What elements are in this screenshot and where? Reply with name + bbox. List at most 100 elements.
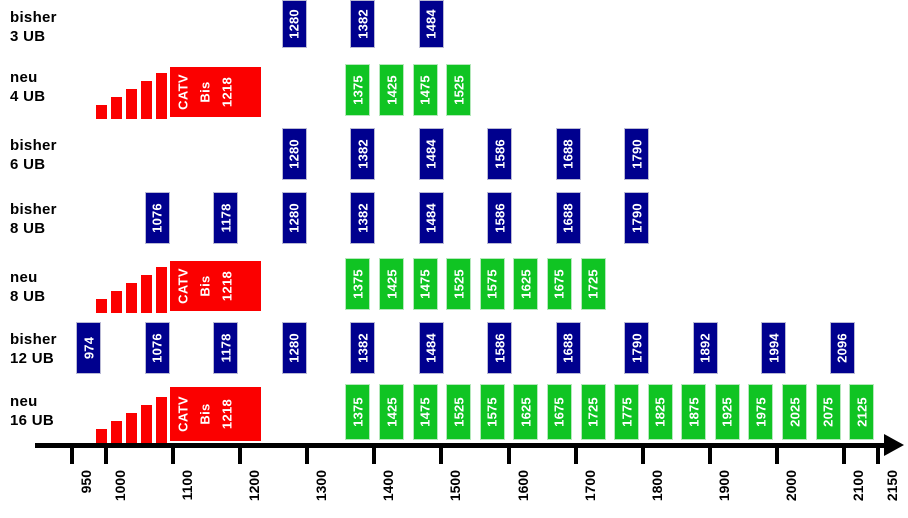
channel-box[interactable]: 1525 — [446, 258, 472, 310]
channel-box[interactable]: 1375 — [345, 64, 371, 116]
channel-frequency-label: 2075 — [820, 397, 836, 427]
channel-box[interactable]: 1425 — [379, 64, 405, 116]
channel-box[interactable]: 1178 — [213, 322, 239, 374]
channel-box[interactable]: 1575 — [479, 384, 505, 440]
channel-box[interactable]: 1425 — [379, 384, 405, 440]
channel-box[interactable]: 1790 — [624, 128, 650, 180]
axis-tick-label: 1200 — [245, 470, 262, 502]
axis-arrow-icon — [884, 434, 904, 456]
channel-box[interactable]: 1994 — [761, 322, 787, 374]
channel-box[interactable]: 1280 — [281, 322, 307, 374]
channel-box[interactable]: 1625 — [513, 258, 539, 310]
catv-staircase-bar — [156, 267, 167, 313]
axis-tick — [439, 448, 444, 464]
channel-frequency-label: 1425 — [384, 75, 400, 105]
channel-frequency-label: 1790 — [629, 203, 645, 233]
catv-label-line2: Bis — [197, 403, 213, 425]
channel-box[interactable]: 1484 — [418, 322, 444, 374]
channel-box[interactable]: 1925 — [714, 384, 740, 440]
axis-line — [35, 443, 890, 448]
channel-box[interactable]: 1790 — [624, 322, 650, 374]
channel-box[interactable]: 1484 — [418, 0, 444, 48]
channel-box[interactable]: 1425 — [379, 258, 405, 310]
channel-box[interactable]: 1484 — [418, 192, 444, 244]
channel-box[interactable]: 1375 — [345, 384, 371, 440]
channel-box[interactable]: 1586 — [487, 128, 513, 180]
channel-box[interactable]: 1280 — [281, 128, 307, 180]
channel-box[interactable]: 1280 — [281, 0, 307, 48]
axis-tick — [506, 448, 511, 464]
channel-box[interactable]: 1575 — [479, 258, 505, 310]
row-label-line1: neu — [10, 269, 38, 286]
channel-box[interactable]: 1975 — [748, 384, 774, 440]
channel-frequency-label: 1382 — [355, 203, 371, 233]
channel-frequency-label: 1178 — [218, 333, 234, 363]
axis-tick-label: 2150 — [884, 470, 900, 502]
channel-box[interactable]: 1825 — [647, 384, 673, 440]
channel-box[interactable]: 1382 — [350, 322, 376, 374]
catv-label-line1: CATV — [175, 74, 191, 110]
catv-staircase-bar — [126, 413, 137, 443]
row-label-line1: bisher — [10, 331, 57, 348]
axis-tick — [237, 448, 242, 464]
channel-box[interactable]: 1280 — [281, 192, 307, 244]
channel-box[interactable]: 1675 — [546, 384, 572, 440]
channel-box[interactable]: 1688 — [555, 192, 581, 244]
channel-box[interactable]: 1382 — [350, 192, 376, 244]
channel-box[interactable]: 1375 — [345, 258, 371, 310]
axis-tick-label: 1700 — [581, 470, 598, 502]
channel-frequency-label: 1475 — [417, 269, 433, 299]
axis-tick — [708, 448, 713, 464]
channel-box[interactable]: 1688 — [555, 322, 581, 374]
channel-frequency-label: 1525 — [451, 75, 467, 105]
row-label-line2: 3 UB — [10, 28, 46, 45]
channel-box[interactable]: 1382 — [350, 128, 376, 180]
channel-box[interactable]: 1475 — [412, 258, 438, 310]
channel-box[interactable]: 1675 — [546, 258, 572, 310]
channel-frequency-label: 2125 — [854, 397, 870, 427]
channel-box[interactable]: 1586 — [487, 322, 513, 374]
channel-box[interactable]: 1586 — [487, 192, 513, 244]
channel-box[interactable]: 1688 — [555, 128, 581, 180]
channel-box[interactable]: 974 — [76, 322, 102, 374]
channel-box[interactable]: 2025 — [782, 384, 808, 440]
channel-box[interactable]: 1475 — [412, 64, 438, 116]
channel-box[interactable]: 1475 — [412, 384, 438, 440]
axis-tick-label: 2000 — [783, 470, 800, 502]
channel-box[interactable]: 1725 — [580, 258, 606, 310]
channel-box[interactable]: 1076 — [144, 322, 170, 374]
channel-box[interactable]: 1484 — [418, 128, 444, 180]
channel-box[interactable]: 2125 — [849, 384, 875, 440]
channel-frequency-label: 1625 — [518, 269, 534, 299]
channel-box[interactable]: 1725 — [580, 384, 606, 440]
channel-box[interactable]: 1625 — [513, 384, 539, 440]
channel-frequency-label: 1525 — [451, 269, 467, 299]
channel-frequency-label: 1280 — [286, 9, 302, 39]
channel-frequency-label: 1688 — [560, 333, 576, 363]
channel-box[interactable]: 1525 — [446, 64, 472, 116]
channel-box[interactable]: 1775 — [614, 384, 640, 440]
channel-frequency-label: 1994 — [766, 333, 782, 363]
catv-staircase-bar — [126, 89, 137, 119]
channel-box[interactable]: 1178 — [213, 192, 239, 244]
channel-box[interactable]: 1525 — [446, 384, 472, 440]
channel-box[interactable]: 2075 — [815, 384, 841, 440]
channel-frequency-label: 1475 — [417, 397, 433, 427]
channel-frequency-label: 1280 — [286, 333, 302, 363]
axis-tick-label: 2100 — [850, 470, 867, 502]
channel-frequency-label: 1382 — [355, 9, 371, 39]
catv-label-line2: Bis — [197, 275, 213, 297]
channel-frequency-label: 1525 — [451, 397, 467, 427]
channel-box[interactable]: 1875 — [681, 384, 707, 440]
channel-box[interactable]: 2096 — [829, 322, 855, 374]
channel-box[interactable]: 1076 — [144, 192, 170, 244]
channel-box[interactable]: 1382 — [350, 0, 376, 48]
row-label-line2: 8 UB — [10, 220, 46, 237]
channel-box[interactable]: 1892 — [692, 322, 718, 374]
channel-box[interactable]: 1790 — [624, 192, 650, 244]
catv-label-line1: CATV — [175, 268, 191, 304]
